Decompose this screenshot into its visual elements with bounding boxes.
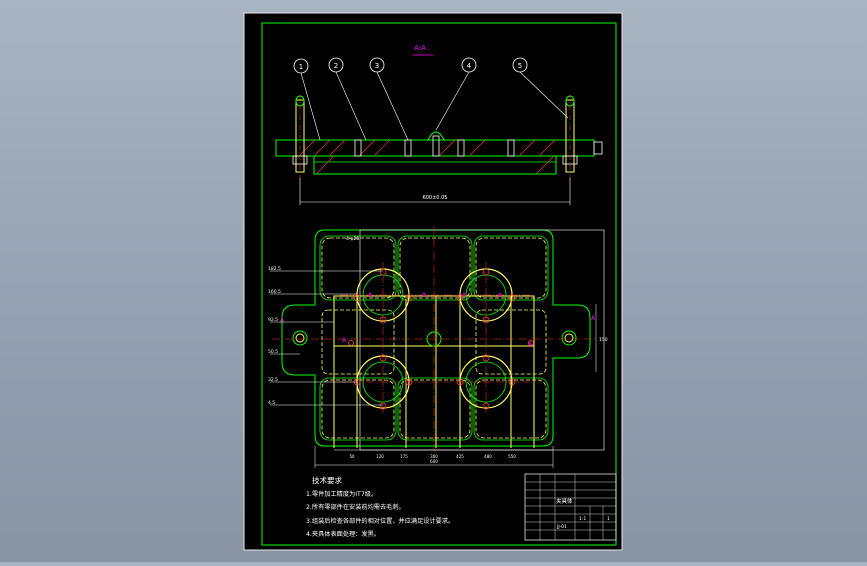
- svg-text:A: A: [422, 292, 427, 299]
- svg-text:A: A: [462, 292, 467, 299]
- fixture-body-outline: [281, 229, 591, 447]
- note-2: 2.所有零部件在安装前均需去毛刺。: [306, 503, 405, 511]
- svg-text:A: A: [591, 315, 596, 322]
- title-block-code: JJ-01: [556, 524, 567, 530]
- title-block: 夹具体 1:1 JJ-01 1: [524, 473, 617, 541]
- side-stop: [593, 141, 603, 155]
- notes-title: 技术要求: [312, 475, 342, 485]
- center-lines: [272, 226, 596, 452]
- svg-text:A: A: [342, 337, 347, 344]
- title-block-scale: 1:1: [579, 516, 586, 522]
- dim-left-3: 92.5: [268, 317, 278, 323]
- bottom-dimensions: 50 120 175 300 425 480 550 600: [349, 454, 516, 464]
- dim-bottom-4: 300: [430, 454, 438, 459]
- svg-text:A: A: [280, 317, 285, 324]
- section-view: A-A: [275, 44, 603, 205]
- bottom-dimension-lines: [314, 446, 554, 468]
- dim-bottom-7: 550: [508, 454, 516, 459]
- balloon-2: [328, 57, 344, 73]
- dim-left-5: 32.5: [268, 377, 278, 383]
- balloon-5: [512, 57, 528, 73]
- drawing-sheet: [243, 12, 623, 551]
- balloon-4: [461, 57, 477, 73]
- balloon-3: [369, 57, 385, 73]
- balloon-1: [293, 58, 309, 74]
- dim-left-2: 160.5: [268, 289, 281, 295]
- dim-bottom-3: 175: [400, 454, 408, 459]
- part-balloons: 1 2 3 4 5: [293, 57, 569, 141]
- dim-left-1: 182.5: [268, 266, 281, 272]
- svg-text:A: A: [528, 341, 533, 348]
- title-block-part-name: 夹具体: [556, 497, 573, 505]
- title-block-sheet: 1: [607, 516, 610, 522]
- section-marks: A A A A A A A A: [280, 292, 596, 348]
- balloon-3-label: 3: [375, 62, 379, 70]
- svg-text:A: A: [498, 292, 503, 299]
- note-4: 4.夹具体表面处理：发黑。: [306, 530, 380, 538]
- note-3: 3.组装后检查各部件的相对位置，并应满足设计要求。: [306, 517, 454, 525]
- balloon-5-label: 5: [518, 62, 522, 70]
- right-clamp-bolt: [562, 95, 578, 182]
- plate-studs: [354, 135, 515, 157]
- left-dimensions: 182.5 160.5 92.5 50.5 32.5 4.5: [268, 266, 281, 406]
- technical-notes: 技术要求 1.零件加工精度为IT7级。 2.所有零部件在安装前均需去毛刺。 3.…: [306, 475, 454, 538]
- dim-bottom-2: 120: [376, 454, 384, 459]
- balloon-1-label: 1: [299, 63, 303, 71]
- plan-view: A A A A A A A A 182.5 160.5 92.5 50.5 32.5 4…: [268, 226, 608, 468]
- section-title: A-A: [414, 44, 426, 52]
- dim-bottom-6: 480: [484, 454, 492, 459]
- left-clamp-bolt: [292, 95, 308, 182]
- dim-bottom-5: 425: [456, 454, 464, 459]
- dim-bottom-total: 600: [430, 459, 438, 464]
- left-dimension-lines: [270, 270, 383, 406]
- section-dimension: [299, 178, 571, 205]
- left-lug-hole: [292, 330, 308, 346]
- svg-text:A: A: [368, 292, 373, 299]
- drawing-border: [261, 22, 617, 546]
- right-lug-hole: [561, 330, 577, 346]
- center-pin: [427, 131, 445, 141]
- plan-top-note: 4-φ28: [346, 236, 359, 242]
- section-hatch: [299, 139, 556, 175]
- right-dimension: 150: [599, 337, 608, 343]
- dim-left-6: 4.5: [268, 400, 275, 406]
- dim-left-4: 50.5: [268, 349, 278, 355]
- section-dimension-text: 600±0.05: [423, 195, 448, 201]
- balloon-2-label: 2: [334, 62, 338, 70]
- note-1: 1.零件加工精度为IT7级。: [306, 490, 377, 498]
- dim-bottom-1: 50: [349, 454, 355, 459]
- balloon-4-label: 4: [467, 62, 472, 70]
